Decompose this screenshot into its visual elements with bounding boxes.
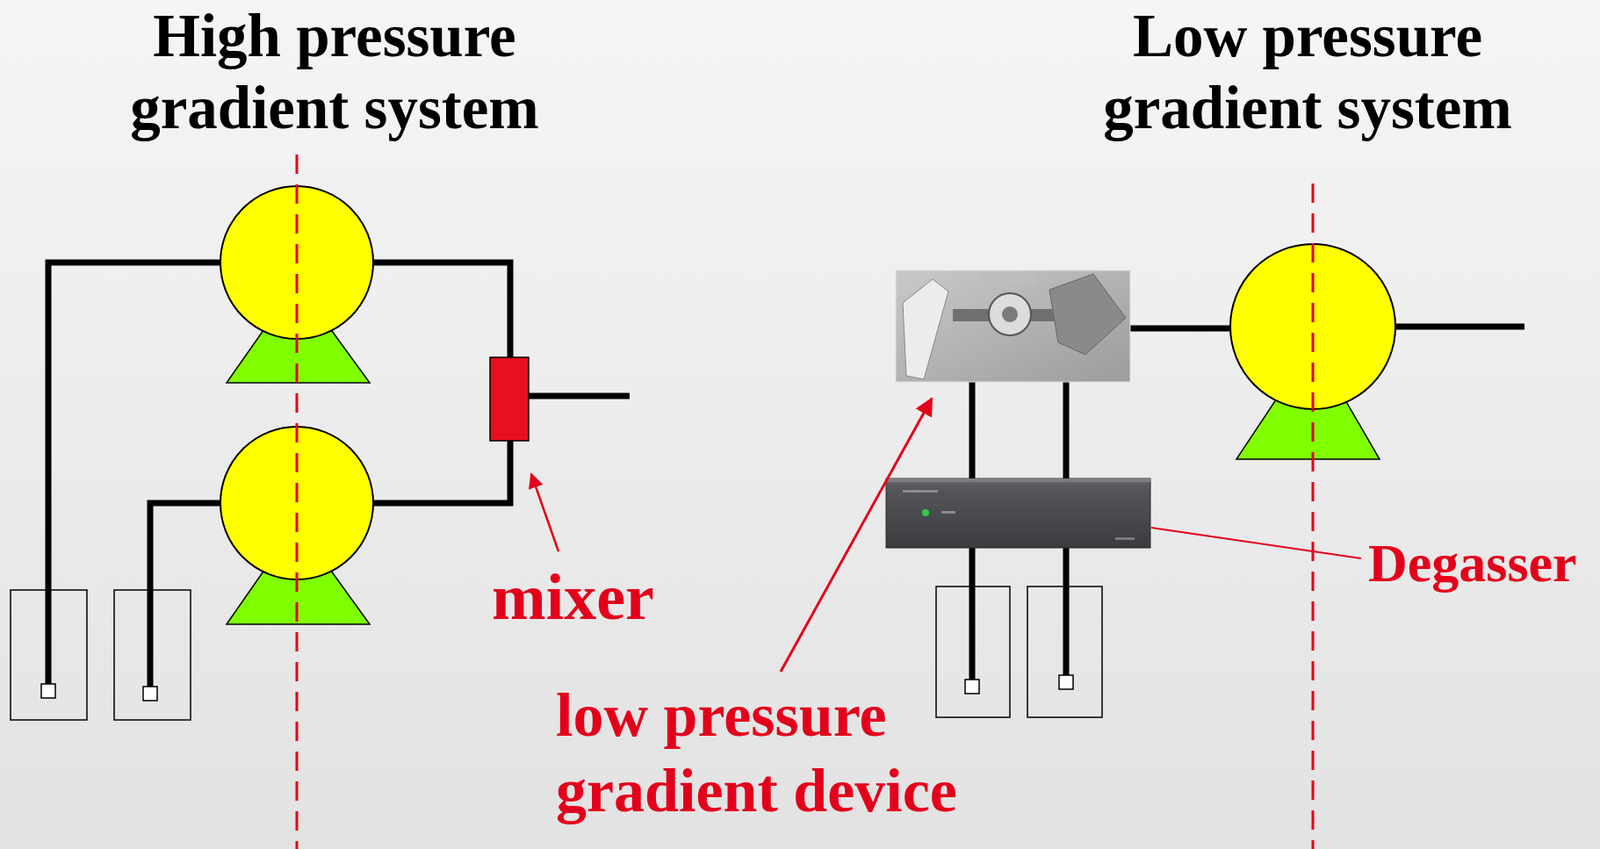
outlet-line (1394, 324, 1525, 331)
panel-mark (1115, 537, 1135, 541)
panel-mark (941, 511, 956, 514)
inlet-filter (41, 684, 56, 699)
solvent-reservoir (1027, 586, 1103, 718)
callout-label-box: Degasser (1368, 531, 1595, 595)
inlet-filter (143, 686, 158, 701)
solvent-line (150, 503, 222, 687)
pump-symbol (1230, 244, 1396, 410)
panel-mark (902, 490, 938, 493)
callout-label: Degasser (1368, 531, 1595, 595)
degasser-unit (886, 478, 1151, 548)
section-heading-box: Low pressure gradient system (1044, 0, 1572, 145)
leader-arrow (531, 474, 559, 552)
valve-photo (895, 270, 1131, 382)
callout-label-box: low pressure gradient device (555, 677, 1031, 829)
solvent-line (372, 262, 511, 359)
power-lamp (922, 509, 930, 517)
callout-label: low pressure gradient device (555, 677, 1031, 829)
solvent-line (1129, 325, 1232, 332)
photo-frame (895, 270, 1131, 382)
leader-line (1151, 527, 1362, 559)
photo-valve-hub (1001, 306, 1018, 323)
photo-valve (988, 293, 1031, 336)
photo-panel (902, 279, 949, 380)
mixer-symbol (490, 357, 529, 441)
section-heading-box: High pressure gradient system (88, 0, 581, 145)
leader-arrow (780, 398, 932, 672)
section-heading: High pressure gradient system (88, 0, 581, 145)
callout-label: mixer (491, 560, 738, 635)
inlet-filter (965, 679, 980, 694)
callout-label-box: mixer (491, 560, 738, 635)
dashed-divider (295, 154, 299, 849)
section-heading: Low pressure gradient system (1044, 0, 1572, 145)
photo-bracket (1049, 273, 1126, 355)
solvent-line (48, 262, 222, 685)
dashed-divider (1311, 183, 1315, 849)
inlet-filter (1059, 675, 1074, 690)
photo-part (981, 273, 1035, 285)
solvent-reservoir (936, 586, 1010, 718)
degasser-box (886, 478, 1151, 548)
degasser-top-edge (886, 478, 1151, 483)
outlet-line (528, 393, 630, 400)
solvent-line (372, 439, 511, 504)
